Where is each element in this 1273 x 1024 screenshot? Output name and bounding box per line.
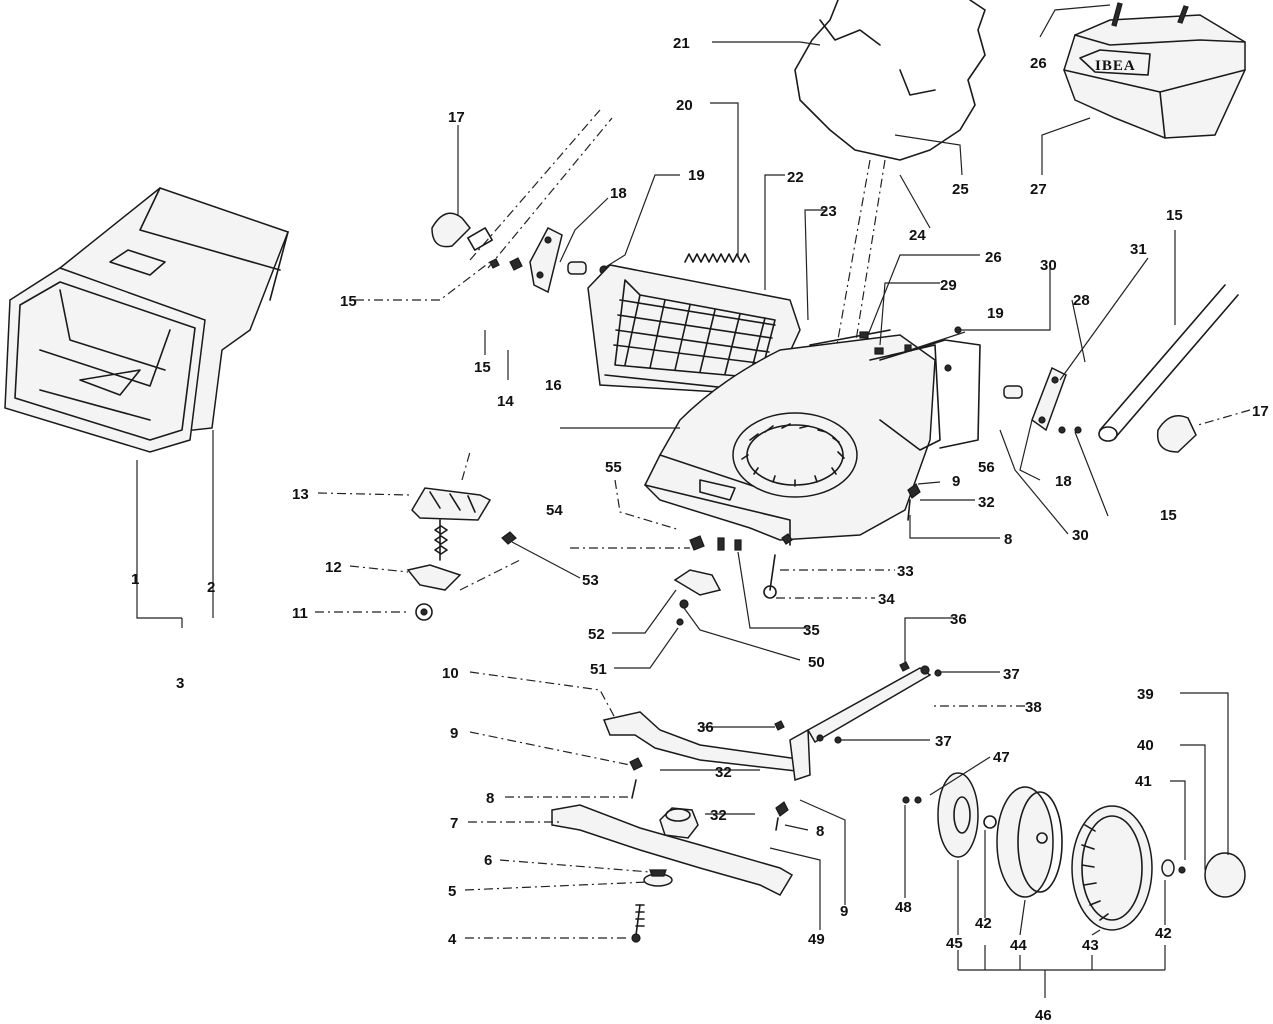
callout-39: 39 xyxy=(1137,686,1154,703)
callout-50: 50 xyxy=(808,654,825,671)
rear-axle xyxy=(602,711,811,782)
callout-36: 36 xyxy=(950,611,967,628)
blade-washer-bolt xyxy=(631,869,673,943)
blade-adapter xyxy=(659,807,699,839)
callout-17: 17 xyxy=(1252,403,1269,420)
callout-19: 19 xyxy=(987,305,1004,322)
callout-41: 41 xyxy=(1135,773,1152,790)
callout-18: 18 xyxy=(1055,473,1072,490)
grass-catcher-frame xyxy=(4,249,206,453)
callout-37: 37 xyxy=(1003,666,1020,683)
callout-28: 28 xyxy=(1073,292,1090,309)
callout-26: 26 xyxy=(985,249,1002,266)
blade-small-parts xyxy=(629,483,921,831)
callout-47: 47 xyxy=(993,749,1010,766)
callout-24: 24 xyxy=(909,227,926,244)
callout-45: 45 xyxy=(946,935,963,952)
callout-9: 9 xyxy=(450,725,458,742)
callout-43: 43 xyxy=(1082,937,1099,954)
callout-18: 18 xyxy=(610,185,627,202)
upper-handle-right xyxy=(1098,284,1239,442)
callout-44: 44 xyxy=(1010,937,1027,954)
callout-4: 4 xyxy=(448,931,457,948)
callout-2: 2 xyxy=(207,579,215,596)
wheel-assembly xyxy=(902,772,1246,931)
callout-52: 52 xyxy=(588,626,605,643)
upper-handle-left xyxy=(469,109,613,269)
handle-bracket-right xyxy=(1003,366,1082,434)
wing-knob-left xyxy=(431,212,493,251)
height-link-rod xyxy=(774,661,942,744)
callout-20: 20 xyxy=(676,97,693,114)
callout-53: 53 xyxy=(582,572,599,589)
callout-22: 22 xyxy=(787,169,804,186)
callout-5: 5 xyxy=(448,883,456,900)
callout-42: 42 xyxy=(1155,925,1172,942)
callout-11: 11 xyxy=(292,605,308,622)
callout-14: 14 xyxy=(497,393,514,410)
callout-15: 15 xyxy=(1166,207,1183,224)
callout-54: 54 xyxy=(546,502,563,519)
callout-26: 26 xyxy=(1030,55,1047,72)
callout-40: 40 xyxy=(1137,737,1154,754)
drive-small-parts xyxy=(673,533,793,626)
handle-bracket-left xyxy=(489,227,609,294)
callout-19: 19 xyxy=(688,167,705,184)
callout-30: 30 xyxy=(1040,257,1057,274)
callout-29: 29 xyxy=(940,277,957,294)
callout-1: 1 xyxy=(131,571,139,588)
callout-46: 46 xyxy=(1035,1007,1052,1024)
callout-15: 15 xyxy=(1160,507,1177,524)
callout-9: 9 xyxy=(952,473,960,490)
callout-6: 6 xyxy=(484,852,492,869)
callout-42: 42 xyxy=(975,915,992,932)
callout-13: 13 xyxy=(292,486,309,503)
callout-56: 56 xyxy=(978,459,995,476)
callout-35: 35 xyxy=(803,622,820,639)
leader-lines xyxy=(136,4,1251,998)
callout-3: 3 xyxy=(176,675,184,692)
wing-knob-right xyxy=(1156,415,1197,453)
spring xyxy=(684,253,750,263)
callout-9: 9 xyxy=(840,903,848,920)
callout-8: 8 xyxy=(816,823,824,840)
callout-36: 36 xyxy=(697,719,714,736)
callout-8: 8 xyxy=(486,790,494,807)
callout-33: 33 xyxy=(897,563,914,580)
callout-34: 34 xyxy=(878,591,895,608)
callout-51: 51 xyxy=(590,661,607,678)
callout-30: 30 xyxy=(1072,527,1089,544)
callout-55: 55 xyxy=(605,459,622,476)
engine-cover: IBEA xyxy=(1063,2,1246,139)
callout-8: 8 xyxy=(1004,531,1012,548)
cutter-blade xyxy=(551,804,794,896)
callout-38: 38 xyxy=(1025,699,1042,716)
engine-cover-logo: IBEA xyxy=(1095,58,1136,74)
callout-37: 37 xyxy=(935,733,952,750)
callout-32: 32 xyxy=(978,494,995,511)
height-adjuster-lever xyxy=(406,451,521,621)
callout-31: 31 xyxy=(1130,241,1147,258)
callout-10: 10 xyxy=(442,665,459,682)
callout-32: 32 xyxy=(715,764,732,781)
callout-12: 12 xyxy=(325,559,342,576)
callout-7: 7 xyxy=(450,815,458,832)
callout-32: 32 xyxy=(710,807,727,824)
callout-15: 15 xyxy=(474,359,491,376)
callout-25: 25 xyxy=(952,181,969,198)
callout-23: 23 xyxy=(820,203,837,220)
callout-15: 15 xyxy=(340,293,357,310)
callout-21: 21 xyxy=(673,35,690,52)
callout-27: 27 xyxy=(1030,181,1047,198)
callout-16: 16 xyxy=(545,377,562,394)
callout-49: 49 xyxy=(808,931,825,948)
callout-17: 17 xyxy=(448,109,465,126)
mower-deck xyxy=(644,334,941,546)
callout-48: 48 xyxy=(895,899,912,916)
callout-labels: 1 2 3 4 5 6 7 8 8 8 9 9 9 10 11 12 13 14… xyxy=(131,35,1269,1024)
